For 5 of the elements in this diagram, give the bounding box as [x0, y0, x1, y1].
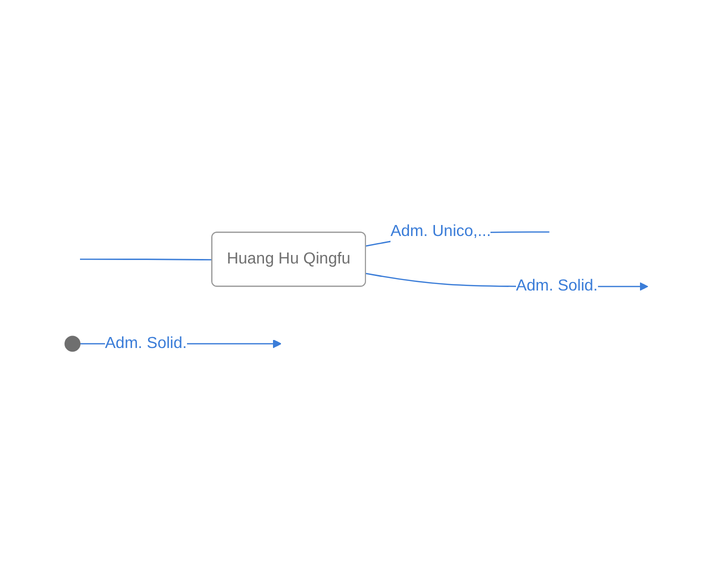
connector — [80, 258, 212, 260]
node-person — [64, 335, 81, 352]
edge-label: Adm. Solid. — [105, 334, 187, 352]
edge-label: Adm. Solid. — [516, 277, 598, 294]
edge-label: Adm. Unico,... — [390, 222, 492, 240]
